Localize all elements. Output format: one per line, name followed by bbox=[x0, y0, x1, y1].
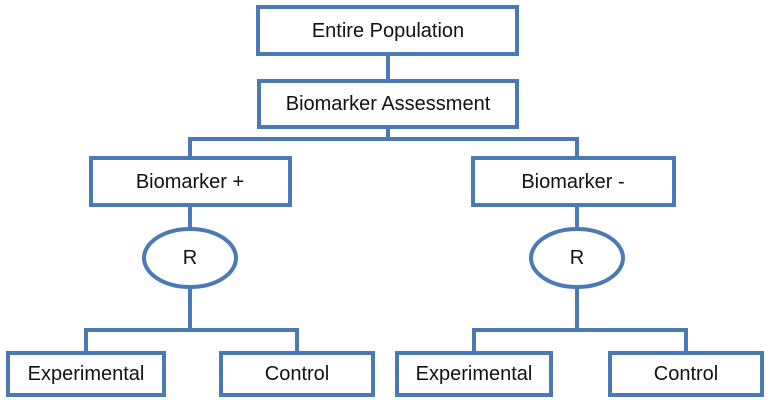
control-negative-label: Control bbox=[654, 363, 718, 385]
connector-assessment-to-branches bbox=[188, 125, 390, 160]
control-negative-node: Control bbox=[608, 351, 764, 397]
connector-assessment-to-negative-branch bbox=[386, 137, 579, 160]
experimental-negative-label: Experimental bbox=[416, 363, 533, 385]
biomarker-assessment-node: Biomarker Assessment bbox=[257, 79, 519, 129]
randomize-positive-node: R bbox=[142, 227, 238, 289]
biomarker-negative-label: Biomarker - bbox=[521, 171, 624, 193]
experimental-positive-label: Experimental bbox=[28, 363, 145, 385]
connector-randomize-positive-to-control bbox=[188, 328, 299, 355]
connector-randomize-positive-to-arms bbox=[84, 285, 192, 355]
biomarker-positive-node: Biomarker + bbox=[89, 156, 292, 207]
biomarker-positive-label: Biomarker + bbox=[136, 171, 244, 193]
connector-randomize-negative-to-arms bbox=[472, 285, 579, 355]
randomize-negative-node: R bbox=[529, 227, 625, 289]
experimental-positive-node: Experimental bbox=[6, 351, 166, 397]
control-positive-node: Control bbox=[219, 351, 375, 397]
biomarker-negative-node: Biomarker - bbox=[471, 156, 676, 207]
randomize-positive-label: R bbox=[183, 247, 197, 269]
control-positive-label: Control bbox=[265, 363, 329, 385]
entire-population-label: Entire Population bbox=[312, 20, 464, 42]
connectors bbox=[84, 52, 688, 355]
entire-population-node: Entire Population bbox=[256, 5, 519, 56]
randomize-negative-label: R bbox=[570, 247, 584, 269]
experimental-negative-node: Experimental bbox=[395, 351, 553, 397]
connector-randomize-negative-to-control bbox=[575, 328, 688, 355]
biomarker-assessment-label: Biomarker Assessment bbox=[286, 93, 491, 115]
